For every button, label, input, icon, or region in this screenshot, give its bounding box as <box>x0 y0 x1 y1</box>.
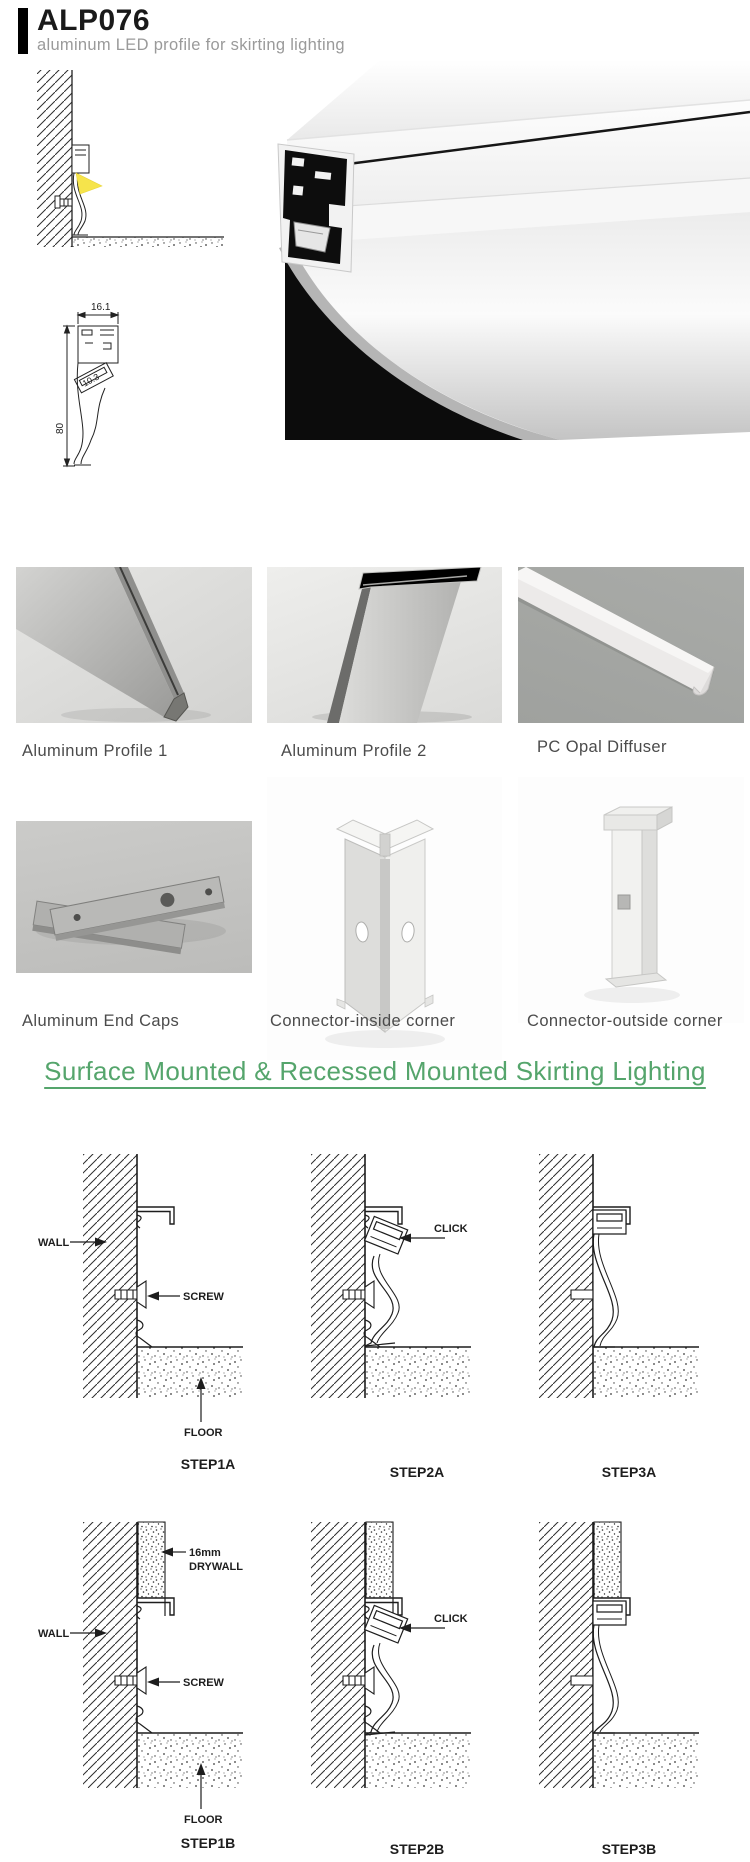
profile-tilted <box>365 1605 408 1735</box>
wall-label: WALL <box>38 1237 69 1249</box>
photo-connector-inside-corner <box>267 777 502 1060</box>
screw-label: SCREW <box>183 1677 225 1689</box>
install-diagram-step1a: WALL SCREW FLOOR STEP1A <box>38 1154 243 1472</box>
step-label: STEP3A <box>602 1464 656 1480</box>
photo-connector-outside-corner <box>518 777 744 1023</box>
photo-caption: Aluminum End Caps <box>22 1012 180 1030</box>
profile-mounted <box>593 1601 626 1733</box>
wall-mount-drawing <box>37 70 224 247</box>
drywall-label-line2: DRYWALL <box>189 1561 243 1573</box>
photo-caption: Aluminum Profile 2 <box>281 742 427 760</box>
cross-section-end <box>278 144 354 272</box>
section-heading: Surface Mounted & Recessed Mounted Skirt… <box>44 1056 706 1086</box>
step-label: STEP1B <box>181 1835 235 1851</box>
photo-caption: Connector-outside corner <box>527 1012 723 1030</box>
page-title: ALP076 <box>37 4 151 37</box>
page-subtitle: aluminum LED profile for skirting lighti… <box>37 36 345 54</box>
step-label: STEP2A <box>390 1464 444 1480</box>
install-diagram-step1b: 16mm DRYWALL WALL SCREW FLOOR STEP1B <box>38 1518 243 1851</box>
profile-mounted <box>593 1210 626 1347</box>
install-diagram-step3a: STEP3A <box>539 1154 699 1480</box>
profile-tilted <box>365 1216 408 1346</box>
install-diagram-step2a: CLICK STEP2A <box>311 1154 471 1480</box>
click-label: CLICK <box>434 1613 468 1625</box>
dim-width: 16.1 <box>91 302 111 313</box>
step-label: STEP2B <box>390 1841 444 1857</box>
install-diagram-step3b: STEP3B <box>539 1518 699 1857</box>
step-label: STEP3B <box>602 1841 656 1857</box>
cross-section-dimension-drawing: 16.1 10.3 80 <box>55 302 165 468</box>
profile-3d-render <box>230 60 750 440</box>
screw-label: SCREW <box>183 1291 225 1303</box>
install-diagram-step2b: CLICK STEP2B <box>311 1518 471 1857</box>
photo-aluminum-profile-2 <box>267 567 502 723</box>
wall-label: WALL <box>38 1628 69 1640</box>
photo-aluminum-end-caps <box>16 821 252 973</box>
dim-height: 80 <box>55 422 66 434</box>
photo-caption: Aluminum Profile 1 <box>22 742 168 760</box>
title-accent-bar <box>18 8 28 54</box>
floor-label: FLOOR <box>184 1427 223 1439</box>
step-label: STEP1A <box>181 1456 235 1472</box>
photo-aluminum-profile-1 <box>16 567 252 723</box>
floor-label: FLOOR <box>184 1814 223 1826</box>
light-beam <box>76 173 102 194</box>
photo-caption: Connector-inside corner <box>270 1012 456 1030</box>
drywall-label-line1: 16mm <box>189 1547 221 1559</box>
photo-caption: PC Opal Diffuser <box>537 738 667 756</box>
photo-pc-opal-diffuser <box>518 567 744 723</box>
click-label: CLICK <box>434 1223 468 1235</box>
